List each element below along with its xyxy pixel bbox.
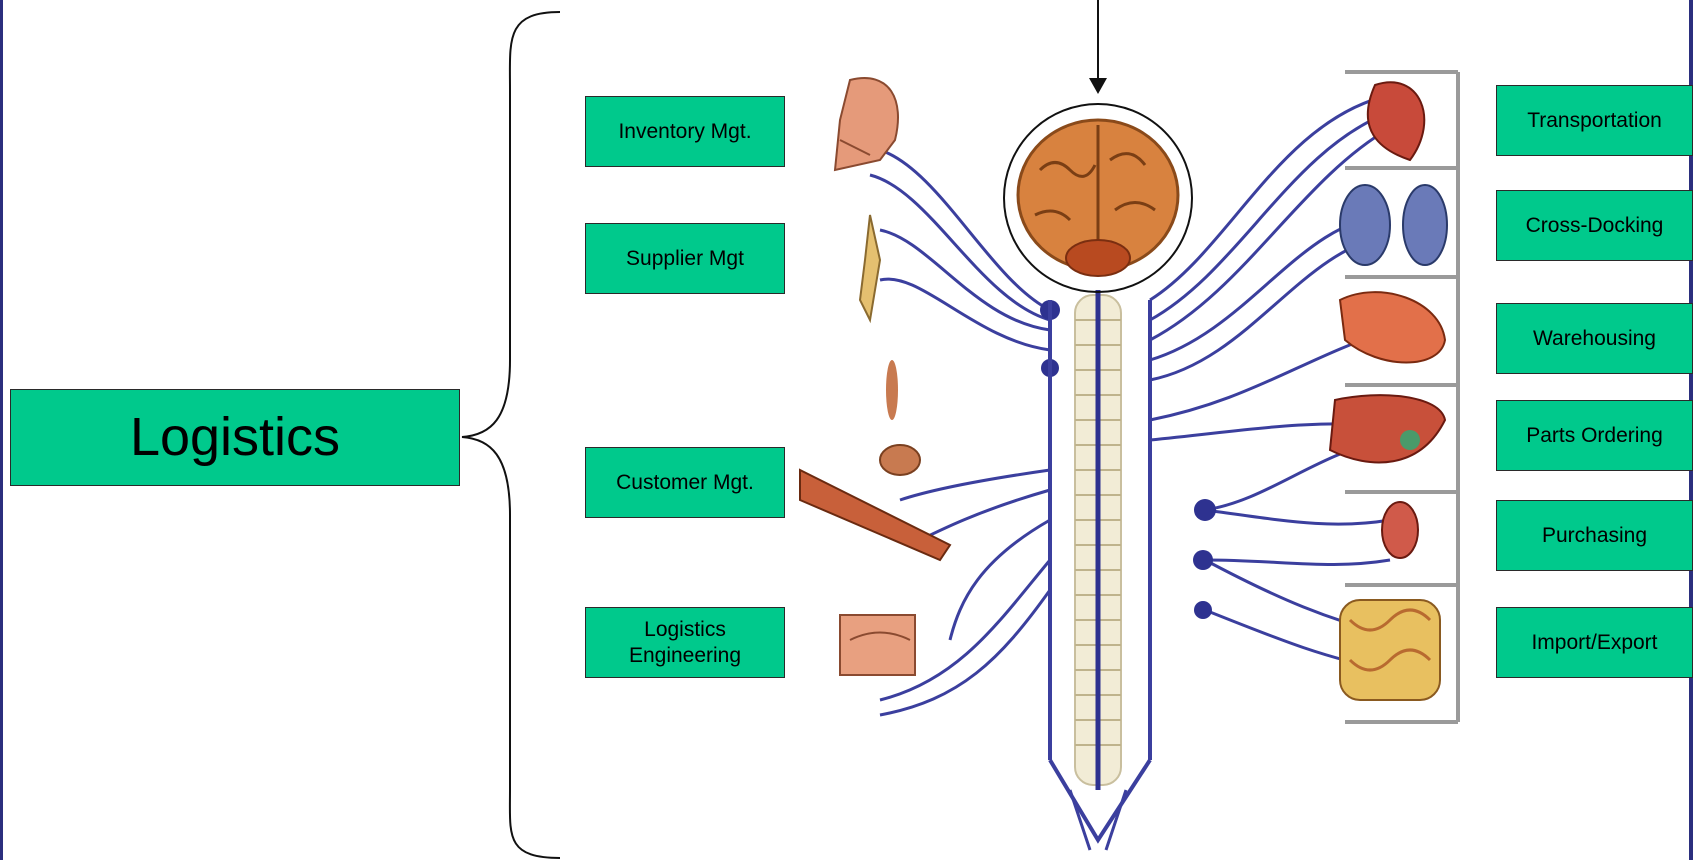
label-logistics-engineering: Logistics Engineering [585, 607, 785, 678]
label-supplier-mgt: Supplier Mgt [585, 223, 785, 294]
label-cross-docking: Cross-Docking [1496, 190, 1693, 261]
muscle-illustration [880, 360, 920, 475]
head-illustration [835, 78, 898, 170]
hand-illustration [800, 470, 950, 560]
skin-illustration [840, 615, 915, 675]
liver-illustration [1330, 395, 1445, 462]
arm-illustration [860, 215, 880, 320]
intestines-illustration [1340, 600, 1440, 700]
label-purchasing: Purchasing [1496, 500, 1693, 571]
curly-brace [462, 12, 560, 858]
label-import-export: Import/Export [1496, 607, 1693, 678]
label-inventory-mgt: Inventory Mgt. [585, 96, 785, 167]
kidney-illustration [1382, 502, 1418, 558]
stomach-illustration [1340, 292, 1445, 362]
brain [1018, 120, 1178, 276]
label-parts-ordering: Parts Ordering [1496, 400, 1693, 471]
label-warehousing: Warehousing [1496, 303, 1693, 374]
top-arrow-head [1089, 78, 1107, 94]
right-ganglia [1193, 499, 1216, 619]
label-transportation: Transportation [1496, 85, 1693, 156]
lungs-illustration [1340, 185, 1447, 265]
spinal-cord [1050, 290, 1150, 850]
heart-illustration [1368, 82, 1424, 160]
label-customer-mgt: Customer Mgt. [585, 447, 785, 518]
